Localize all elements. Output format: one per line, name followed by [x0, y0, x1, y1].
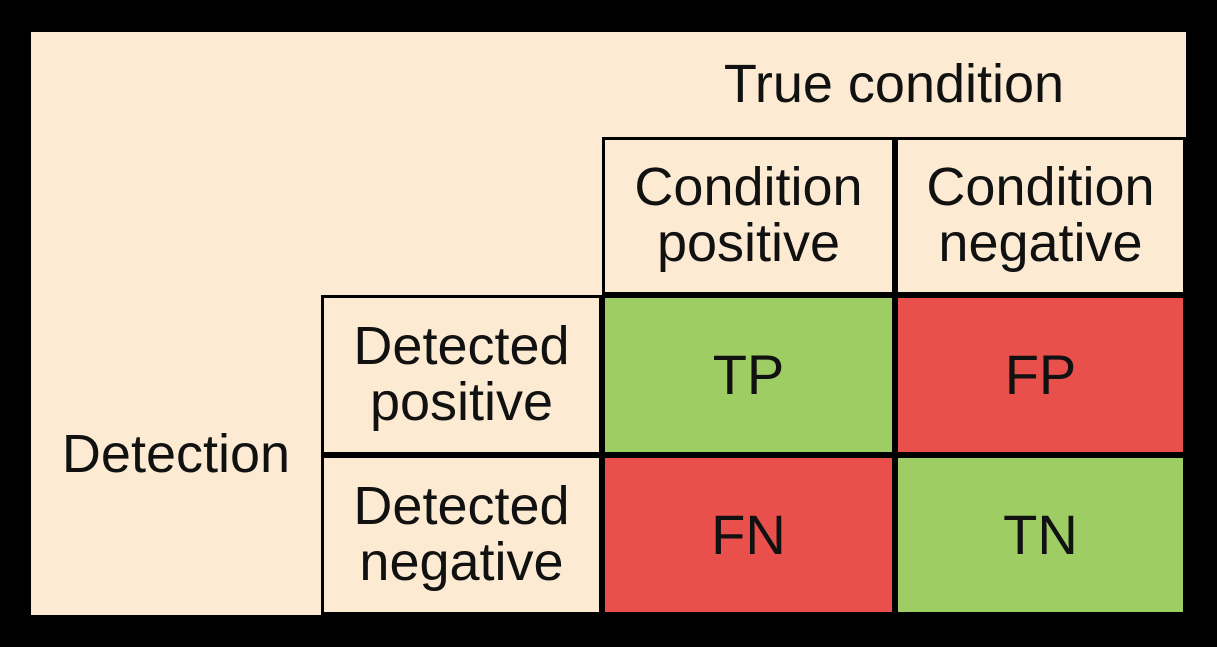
cell-true-negative: TN — [895, 455, 1186, 615]
row-axis-title: Detection — [31, 295, 321, 615]
cell-true-positive: TP — [602, 295, 895, 455]
cell-false-positive: FP — [895, 295, 1186, 455]
column-header-condition-negative: Condition negative — [895, 137, 1186, 295]
cell-false-negative: FN — [602, 455, 895, 615]
row-header-detected-negative: Detected negative — [321, 455, 602, 615]
column-header-condition-positive: Condition positive — [602, 137, 895, 295]
confusion-matrix: True condition Detection Condition posit… — [31, 32, 1186, 615]
matrix-corner-blank — [31, 32, 602, 295]
row-header-detected-positive: Detected positive — [321, 295, 602, 455]
column-axis-title: True condition — [602, 32, 1186, 137]
